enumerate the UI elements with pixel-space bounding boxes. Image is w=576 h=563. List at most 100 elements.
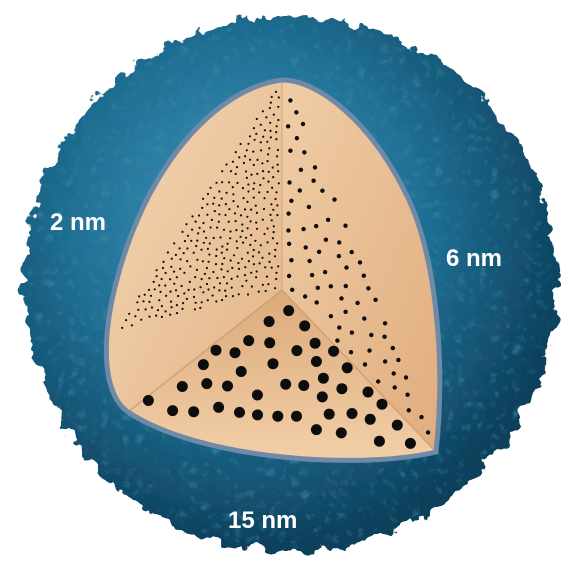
- pore-dot: [245, 170, 247, 172]
- pore-dot: [202, 291, 204, 293]
- pore-dot: [232, 295, 234, 297]
- pore-dot: [134, 315, 136, 317]
- pore-dot: [205, 237, 207, 239]
- pore-dot: [181, 308, 183, 310]
- pore-dot: [145, 308, 147, 310]
- pore-dot: [244, 208, 246, 210]
- pore-dot: [270, 203, 272, 205]
- pore-dot: [248, 260, 250, 262]
- pore-dot: [367, 348, 371, 352]
- pore-dot: [194, 308, 196, 310]
- pore-dot: [142, 300, 144, 302]
- pore-dot: [221, 245, 223, 247]
- pore-dot: [180, 258, 182, 260]
- pore-dot: [320, 189, 324, 193]
- pore-dot: [176, 312, 178, 314]
- pore-dot: [221, 252, 223, 254]
- pore-dot: [183, 292, 185, 294]
- pore-dot: [262, 136, 264, 138]
- pore-dot: [315, 300, 319, 304]
- pore-dot: [169, 291, 171, 293]
- pore-dot: [263, 233, 265, 235]
- pore-dot: [241, 230, 243, 232]
- pore-dot: [209, 242, 211, 244]
- pore-dot: [298, 380, 309, 391]
- pore-dot: [194, 276, 196, 278]
- pore-dot: [238, 268, 240, 270]
- pore-dot: [191, 229, 193, 231]
- pore-dot: [355, 301, 359, 305]
- pore-dot: [171, 306, 173, 308]
- pore-dot: [236, 166, 238, 168]
- pore-dot: [260, 124, 262, 126]
- pore-dot: [213, 237, 215, 239]
- pore-dot: [255, 205, 257, 207]
- pore-dot: [287, 274, 291, 278]
- pore-dot: [247, 190, 249, 192]
- pore-dot: [255, 133, 257, 135]
- pore-dot: [323, 270, 327, 274]
- pore-dot: [218, 213, 220, 215]
- pore-dot: [207, 299, 209, 301]
- pore-dot: [245, 280, 247, 282]
- pore-dot: [246, 177, 248, 179]
- pore-dot: [250, 174, 252, 176]
- pore-dot: [268, 253, 270, 255]
- pore-dot: [193, 288, 195, 290]
- pore-dot: [188, 289, 190, 291]
- pore-dot: [223, 229, 225, 231]
- pore-dot: [212, 271, 214, 273]
- pore-dot: [350, 250, 354, 254]
- pore-dot: [183, 272, 185, 274]
- pore-dot: [265, 290, 267, 292]
- pore-dot: [363, 362, 367, 366]
- pore-dot: [317, 250, 321, 254]
- pore-dot: [221, 263, 223, 265]
- pore-dot: [261, 257, 263, 259]
- pore-dot: [151, 306, 153, 308]
- pore-dot: [310, 338, 321, 349]
- pore-dot: [264, 316, 275, 327]
- pore-dot: [224, 290, 226, 292]
- pore-dot: [223, 257, 225, 259]
- pore-dot: [343, 310, 347, 314]
- pore-dot: [165, 295, 167, 297]
- pore-dot: [268, 261, 270, 263]
- pore-dot: [215, 263, 217, 265]
- pore-dot: [232, 200, 234, 202]
- pore-dot: [247, 143, 249, 145]
- pore-dot: [241, 285, 243, 287]
- pore-dot: [250, 272, 252, 274]
- pore-dot: [202, 222, 204, 224]
- pore-dot: [258, 291, 260, 293]
- pore-dot: [221, 299, 223, 301]
- pore-dot: [213, 197, 215, 199]
- pore-dot: [289, 199, 293, 203]
- pore-dot: [221, 170, 223, 172]
- pore-dot: [215, 300, 217, 302]
- pore-dot: [199, 307, 201, 309]
- pore-dot: [154, 288, 156, 290]
- pore-dot: [339, 296, 343, 300]
- pore-dot: [201, 301, 203, 303]
- pore-dot: [202, 198, 204, 200]
- pore-dot: [277, 106, 279, 108]
- pore-dot: [232, 193, 234, 195]
- pore-dot: [276, 242, 278, 244]
- pore-dot: [208, 261, 210, 263]
- pore-dot: [318, 373, 329, 384]
- pore-dot: [189, 281, 191, 283]
- pore-dot: [189, 265, 191, 267]
- pore-dot: [162, 261, 164, 263]
- pore-dot: [235, 151, 237, 153]
- pore-dot: [264, 129, 266, 131]
- pore-dot: [137, 309, 139, 311]
- pore-dot: [347, 408, 358, 419]
- pore-dot: [376, 379, 380, 383]
- pore-dot: [232, 161, 234, 163]
- pore-dot: [206, 214, 208, 216]
- pore-dot: [261, 162, 263, 164]
- pore-dot: [250, 220, 252, 222]
- pore-dot: [225, 163, 227, 165]
- pore-dot: [195, 221, 197, 223]
